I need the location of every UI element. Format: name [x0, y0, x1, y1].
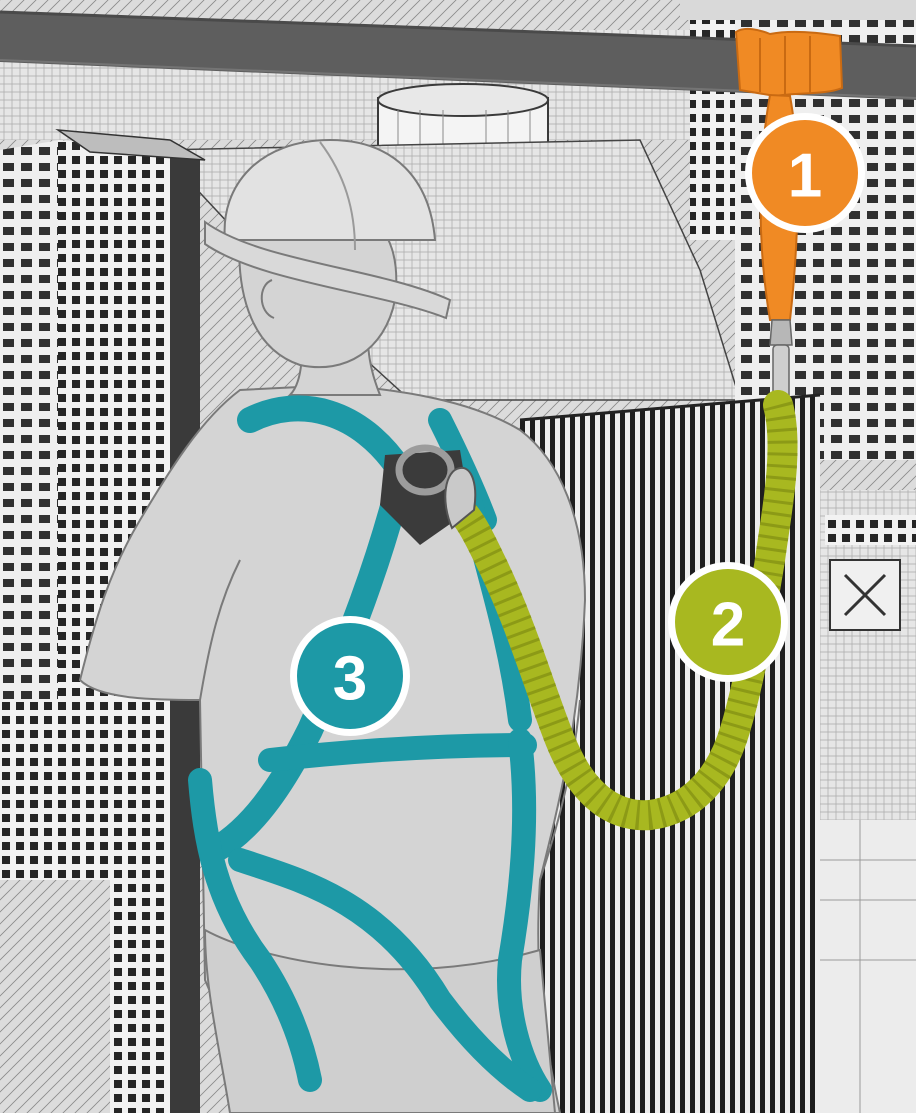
right-building: [820, 490, 916, 1113]
badge-2-number: 2: [711, 591, 745, 660]
badge-2: 2: [668, 562, 788, 682]
badge-1-number: 1: [788, 142, 822, 211]
badge-1: 1: [745, 113, 865, 233]
badge-3: 3: [290, 616, 410, 736]
badge-3-number: 3: [333, 645, 367, 714]
